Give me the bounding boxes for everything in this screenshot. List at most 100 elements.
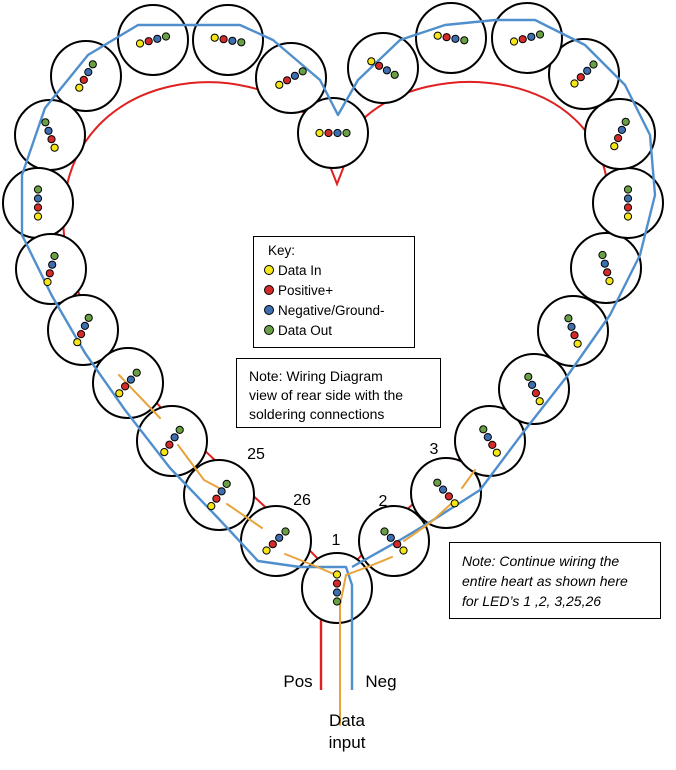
key-item-label: Negative/Ground- — [278, 302, 385, 318]
led-11-pad — [527, 32, 536, 41]
led-14-pad — [315, 128, 324, 138]
led-26-pad — [268, 540, 277, 549]
led-number-2: 2 — [378, 493, 388, 510]
led-3-pad — [444, 492, 453, 501]
key-item-data-in: Data In — [264, 260, 404, 280]
led-25-pad — [222, 479, 231, 488]
led-5-pad — [524, 372, 533, 381]
led-23-pad — [121, 382, 130, 391]
led-5-pad — [535, 397, 544, 406]
led-15-pad — [298, 67, 307, 76]
led-19-outline — [14, 99, 86, 171]
led-9-pad — [617, 125, 627, 134]
led-18-pad — [79, 75, 88, 85]
led-7-outline — [570, 232, 642, 304]
led-23-pad — [126, 375, 135, 384]
led-13-pad — [390, 70, 399, 79]
data-out-swatch — [264, 325, 274, 335]
led-7-pad — [603, 268, 612, 277]
led-10-outline — [548, 38, 620, 110]
note-line: for LED’s 1 ,2, 3,25,26 — [462, 593, 602, 609]
led-20-pad — [33, 185, 43, 194]
led-number-3: 3 — [429, 441, 439, 458]
note-line: view of rear side with the — [249, 387, 404, 403]
led-18-outline — [50, 40, 122, 112]
led-24-pad — [175, 425, 184, 434]
key-legend: Key: Data In Positive+ Negative/Ground- … — [253, 236, 415, 348]
key-item-label: Positive+ — [278, 282, 334, 298]
led-24-pad — [160, 448, 169, 457]
negative-swatch — [264, 305, 274, 315]
led-18-pad — [84, 68, 93, 77]
led-23-pad — [132, 368, 141, 377]
led-24-pad — [170, 433, 179, 442]
led-10-pad — [589, 60, 598, 69]
led-2-pad — [380, 527, 389, 536]
key-item-positive: Positive+ — [264, 280, 404, 300]
led-9-pad — [621, 117, 630, 126]
led-16-pad — [228, 36, 237, 45]
data-input-line: input — [328, 733, 366, 752]
led-1-pad — [332, 597, 342, 606]
led-22-pad — [77, 330, 86, 339]
led-6-pad — [564, 314, 573, 323]
led-18-pad — [75, 83, 84, 92]
led-5-pad — [528, 380, 537, 389]
led-18-pad — [88, 60, 97, 69]
led-13-pad — [375, 61, 384, 70]
led-17-pad — [144, 37, 153, 46]
led-3-pad — [450, 499, 459, 508]
key-item-data-out: Data Out — [264, 320, 404, 340]
led-3-outline — [410, 457, 482, 529]
led-21-pad — [50, 251, 59, 261]
key-item-negative: Negative/Ground- — [264, 300, 404, 320]
led-15-pad — [283, 76, 292, 85]
led-19-pad — [47, 135, 56, 144]
led-7-pad — [605, 276, 614, 286]
led-number-1: 1 — [331, 532, 341, 549]
led-22-pad — [80, 321, 90, 330]
led-1-pad — [332, 570, 342, 579]
led-12-pad — [460, 36, 469, 45]
key-title: Key: — [268, 243, 296, 258]
led-22-pad — [73, 338, 82, 347]
data-input-line: Data — [329, 711, 365, 730]
led-8-pad — [623, 194, 633, 203]
led-10-pad — [576, 73, 585, 82]
led-7-pad — [600, 259, 609, 268]
led-19-pad — [44, 126, 53, 135]
led-11-pad — [535, 30, 545, 39]
led-25-pad — [217, 487, 226, 496]
led-22-pad — [84, 313, 93, 322]
led-26-pad — [281, 527, 290, 536]
note-line: entire heart as shown here — [462, 573, 628, 589]
positive-swatch — [264, 285, 274, 295]
note-line: Note: Continue wiring the — [462, 553, 620, 569]
led-2-outline — [358, 505, 430, 577]
led-9-pad — [614, 134, 623, 143]
led-number-25: 25 — [247, 446, 265, 463]
led-15-pad — [290, 71, 299, 80]
led-10-pad — [583, 66, 592, 75]
led-13-outline — [347, 32, 419, 104]
led-11-pad — [518, 35, 527, 44]
led-17-pad — [153, 34, 162, 43]
led-6-pad — [573, 339, 582, 348]
led-10-pad — [570, 79, 579, 88]
led-20-pad — [33, 194, 43, 203]
led-7-pad — [598, 250, 607, 260]
led-4-pad — [483, 433, 492, 442]
led-11-pad — [509, 37, 519, 46]
led-14-pad — [333, 128, 342, 138]
led-12-pad — [451, 34, 460, 43]
led-16-pad — [237, 38, 246, 47]
led-26-pad — [275, 533, 284, 542]
led-20-outline — [2, 167, 74, 239]
led-3-pad — [439, 485, 448, 494]
led-6-pad — [567, 322, 576, 331]
led-26-pad — [262, 546, 271, 555]
led-8-pad — [623, 212, 633, 221]
led-3-pad — [433, 478, 442, 487]
led-20-pad — [33, 203, 43, 212]
